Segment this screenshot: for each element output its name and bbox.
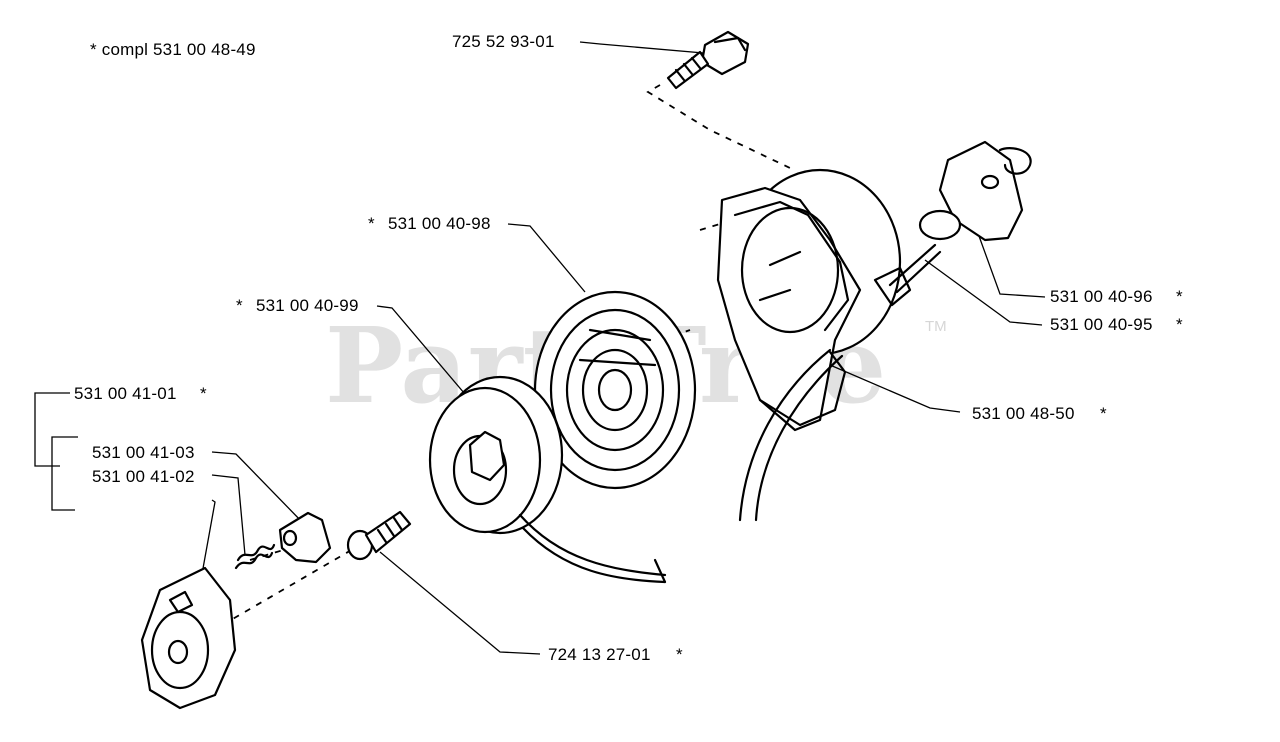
label-pawl: 531 00 41-03 xyxy=(92,443,195,462)
label-spring: 531 00 40-98 xyxy=(388,214,491,233)
label-star-pawl-kit: * xyxy=(200,384,207,403)
starter-handle-part xyxy=(918,140,1032,242)
starter-housing-part xyxy=(716,168,912,432)
leader-lines xyxy=(34,41,1046,655)
label-handle: 531 00 40-96 xyxy=(1050,287,1153,306)
label-pawl-kit: 531 00 41-01 xyxy=(74,384,177,403)
label-star-pulley: * xyxy=(236,296,243,315)
label-star-spring: * xyxy=(368,214,375,233)
pawl-spring-part xyxy=(234,543,276,570)
hub-part xyxy=(140,566,237,710)
label-housing: 531 00 48-50 xyxy=(972,404,1075,423)
label-pawl-spring: 531 00 41-02 xyxy=(92,467,195,486)
label-center-screw: 724 13 27-01 xyxy=(548,645,651,664)
trademark-mark: TM xyxy=(925,318,947,335)
assembly-note: * compl 531 00 48-49 xyxy=(90,40,256,59)
top-screw-part xyxy=(666,30,750,90)
label-rope: 531 00 40-95 xyxy=(1050,315,1153,334)
label-pulley: 531 00 40-99 xyxy=(256,296,359,315)
label-screw-top: 725 52 93-01 xyxy=(452,32,555,51)
label-star-handle: * xyxy=(1176,287,1183,306)
starter-rope-part xyxy=(738,243,942,522)
label-star-housing: * xyxy=(1100,404,1107,423)
center-screw-part xyxy=(346,510,412,561)
rope-pulley-part xyxy=(428,375,667,584)
label-star-center-screw: * xyxy=(676,645,683,664)
recoil-spring-part xyxy=(533,290,697,490)
pawl-part xyxy=(278,511,332,564)
label-star-rope: * xyxy=(1176,315,1183,334)
